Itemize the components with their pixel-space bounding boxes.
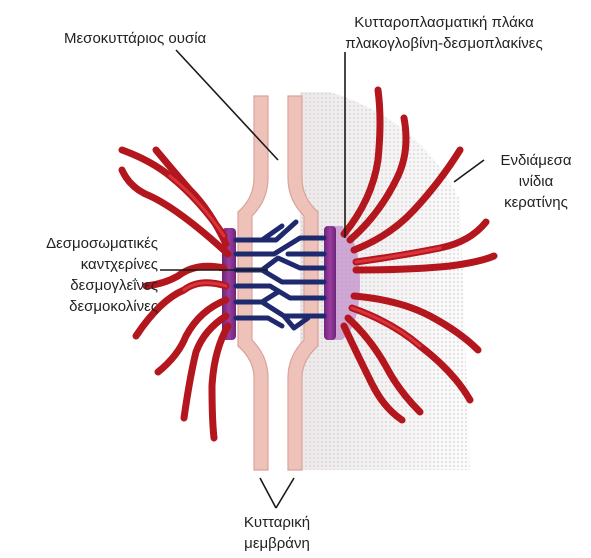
- keratin-filaments-left: [122, 150, 228, 438]
- label-membrane-line2: μεμβράνη: [244, 535, 310, 552]
- leader-filaments: [454, 160, 484, 182]
- label-plaque-line2: πλακογλοβίνη-δεσμοπλακίνες: [345, 35, 542, 52]
- label-filaments-line1: Ενδιάμεσα: [500, 152, 571, 169]
- label-plaque-line1: Κυτταροπλασματική πλάκα: [354, 14, 534, 31]
- label-filaments-line2: ινίδια: [519, 173, 554, 190]
- label-membrane-line1: Κυτταρική: [244, 514, 310, 531]
- label-cadherins-line3: δεσμογλεΐνες: [70, 277, 158, 294]
- label-extracellular: Μεσοκυττάριος ουσία: [64, 30, 207, 47]
- label-cadherins-line2: καντχερίνες: [81, 256, 158, 273]
- label-filaments-line3: κερατίνης: [504, 194, 568, 211]
- leader-membrane-left: [260, 478, 276, 508]
- label-cadherins-line1: Δεσμοσωματικές: [46, 235, 158, 252]
- left-membrane: [238, 96, 268, 470]
- label-cadherins-line4: δεσμοκολίνες: [69, 298, 158, 315]
- leader-membrane-right: [276, 478, 294, 508]
